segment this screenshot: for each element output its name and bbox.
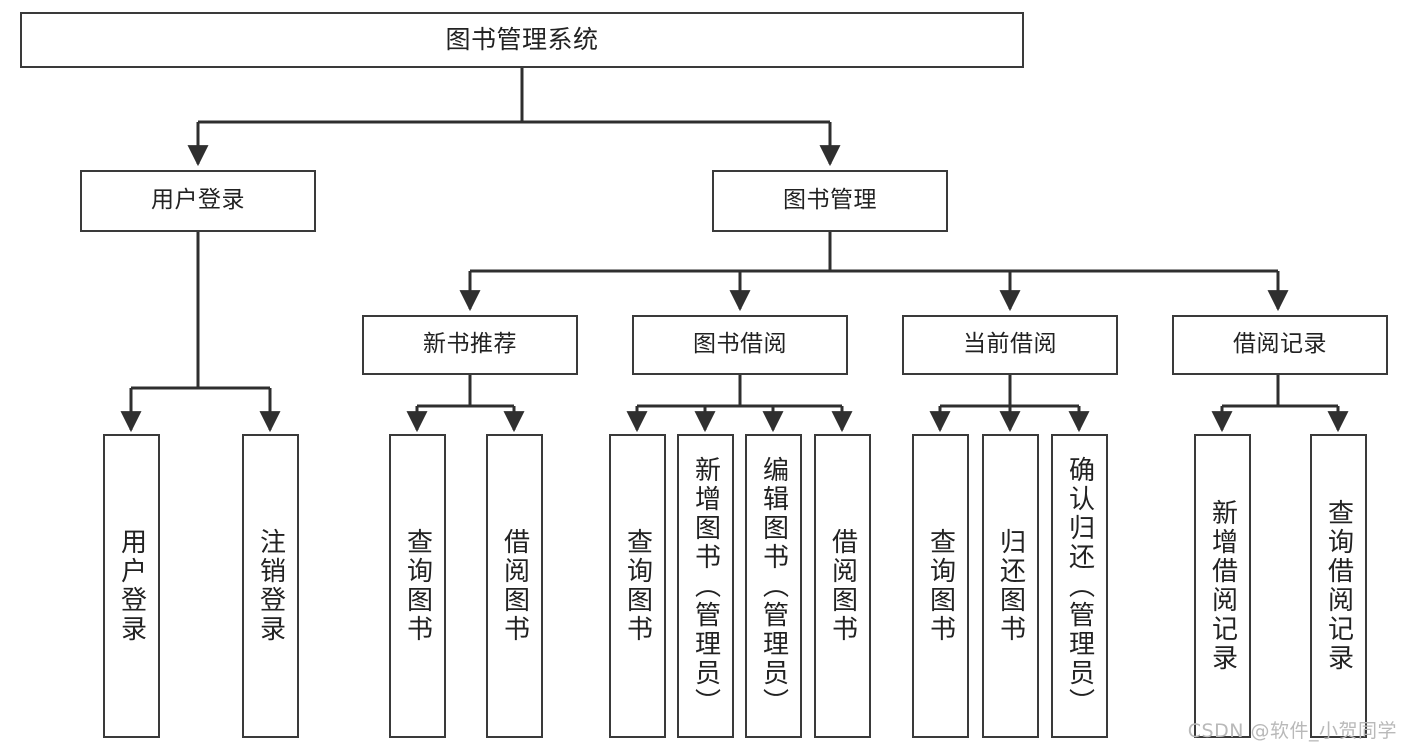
- node-root-label: 图书管理系统: [445, 25, 599, 55]
- node-leaf-query-book-2-label: 查询图书: [622, 528, 653, 644]
- node-leaf-return-book[interactable]: 归还图书: [982, 434, 1039, 738]
- node-leaf-edit-book[interactable]: 编辑图书（管理员）: [745, 434, 802, 738]
- node-leaf-edit-book-label: 编辑图书（管理员）: [758, 455, 789, 717]
- watermark: CSDN @软件_小贺同学: [1187, 720, 1397, 742]
- node-leaf-user-login[interactable]: 用户登录: [103, 434, 160, 738]
- node-leaf-borrow-book-1[interactable]: 借阅图书: [486, 434, 543, 738]
- node-leaf-add-record-label: 新增借阅记录: [1207, 499, 1238, 673]
- node-leaf-query-book-2[interactable]: 查询图书: [609, 434, 666, 738]
- node-user-login[interactable]: 用户登录: [80, 170, 316, 232]
- node-borrow-record-label: 借阅记录: [1233, 331, 1327, 358]
- node-borrow-record[interactable]: 借阅记录: [1172, 315, 1388, 375]
- node-leaf-user-login-label: 用户登录: [116, 528, 147, 644]
- node-new-book-rec-label: 新书推荐: [423, 331, 517, 358]
- node-book-borrow[interactable]: 图书借阅: [632, 315, 848, 375]
- node-leaf-logout[interactable]: 注销登录: [242, 434, 299, 738]
- node-leaf-borrow-book-2-label: 借阅图书: [827, 528, 858, 644]
- node-leaf-add-book-label: 新增图书（管理员）: [690, 455, 721, 717]
- node-leaf-query-record-label: 查询借阅记录: [1323, 499, 1354, 673]
- node-new-book-rec[interactable]: 新书推荐: [362, 315, 578, 375]
- node-current-borrow-label: 当前借阅: [963, 331, 1057, 358]
- node-book-manage[interactable]: 图书管理: [712, 170, 948, 232]
- node-book-borrow-label: 图书借阅: [693, 331, 787, 358]
- node-leaf-borrow-book-1-label: 借阅图书: [499, 528, 530, 644]
- node-leaf-query-book-1[interactable]: 查询图书: [389, 434, 446, 738]
- node-leaf-query-book-1-label: 查询图书: [402, 528, 433, 644]
- node-root[interactable]: 图书管理系统: [20, 12, 1024, 68]
- node-leaf-confirm-return-label: 确认归还（管理员）: [1064, 455, 1095, 717]
- node-leaf-add-book[interactable]: 新增图书（管理员）: [677, 434, 734, 738]
- node-leaf-confirm-return[interactable]: 确认归还（管理员）: [1051, 434, 1108, 738]
- node-leaf-query-record[interactable]: 查询借阅记录: [1310, 434, 1367, 738]
- node-leaf-borrow-book-2[interactable]: 借阅图书: [814, 434, 871, 738]
- node-leaf-query-book-3[interactable]: 查询图书: [912, 434, 969, 738]
- node-leaf-query-book-3-label: 查询图书: [925, 528, 956, 644]
- node-current-borrow[interactable]: 当前借阅: [902, 315, 1118, 375]
- node-leaf-add-record[interactable]: 新增借阅记录: [1194, 434, 1251, 738]
- node-leaf-logout-label: 注销登录: [255, 528, 286, 644]
- node-user-login-label: 用户登录: [151, 187, 245, 214]
- node-book-manage-label: 图书管理: [783, 187, 877, 214]
- node-leaf-return-book-label: 归还图书: [995, 528, 1026, 644]
